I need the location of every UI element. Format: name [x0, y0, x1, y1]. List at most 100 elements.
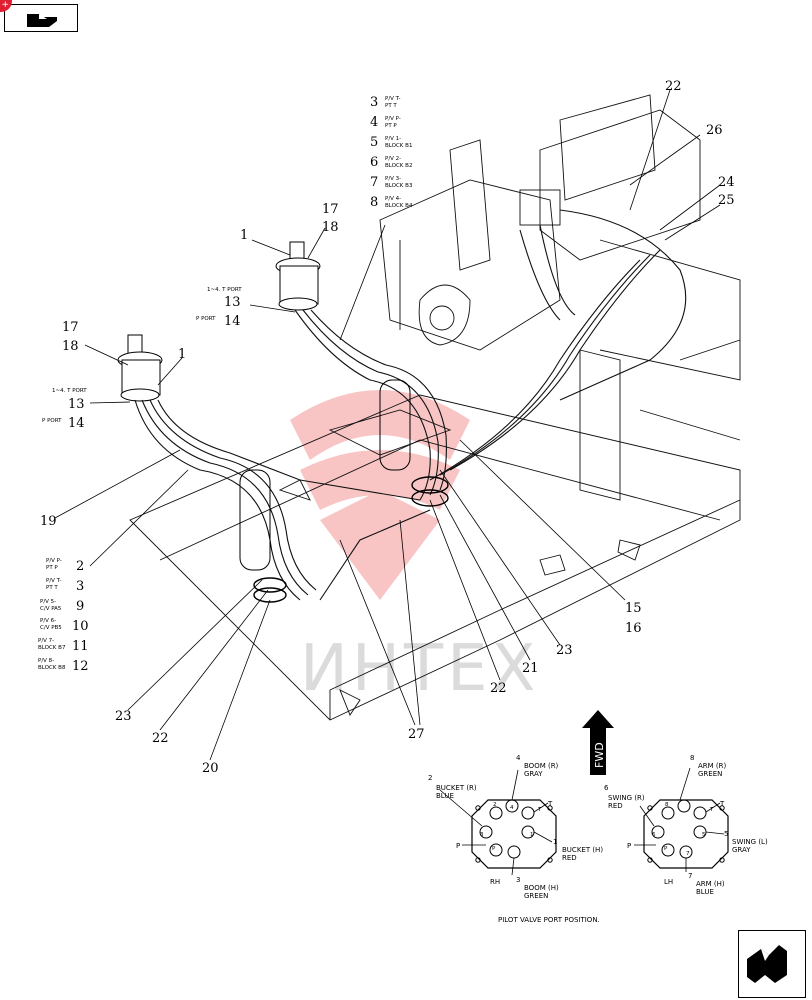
rh-boom-h-color: GREEN: [524, 892, 548, 900]
lh-arm-r-color: GREEN: [698, 770, 722, 778]
watermark-logo: [290, 390, 470, 600]
lh-num-5: 5: [724, 830, 728, 838]
callout-16: 16: [625, 621, 642, 636]
callout-26: 26: [706, 123, 723, 138]
lh-num-8: 8: [690, 754, 694, 762]
lh-side-label: LH: [664, 878, 673, 886]
lh-port-diagram: 8 T 6 P 5 7 6 SWING (R) RED 8 ARM (R) GR…: [604, 754, 768, 896]
rh-port-3: 3: [480, 832, 484, 838]
top-list-line1-1: P/V P-: [385, 116, 401, 122]
rh-port-4: 4: [510, 805, 514, 811]
rh-port-t: T: [537, 807, 542, 813]
lh-swing-l: SWING (L): [732, 838, 768, 846]
left-list-num-4: 11: [72, 639, 89, 654]
rh-boom-r-color: GRAY: [524, 770, 543, 778]
top-list-num-1: 4: [370, 115, 378, 130]
top-list-line1-4: P/V 3-: [385, 176, 401, 182]
top-list-line2-1: PT P: [385, 123, 397, 129]
callout-13-right: 13: [224, 295, 241, 310]
rh-num-3: 3: [516, 876, 520, 884]
callout-17-left: 17: [62, 320, 79, 335]
machine-frame: [129, 94, 741, 721]
top-list-line2-5: BLOCK B4: [385, 203, 413, 209]
left-list-line1-4: P/V 7-: [38, 638, 54, 644]
rh-bucket-h: BUCKET (H): [562, 846, 603, 854]
top-list-line2-4: BLOCK B3: [385, 183, 413, 189]
callout-27: 27: [408, 727, 425, 742]
lh-t-callout: T: [719, 800, 725, 808]
rh-num-1: 1: [553, 838, 557, 846]
t-port-label-left: 1~4. T PORT: [52, 388, 87, 394]
left-list-num-5: 12: [72, 659, 89, 674]
rh-port-2: 2: [493, 802, 497, 808]
callout-13-left: 13: [68, 397, 85, 412]
top-list-num-4: 7: [370, 175, 378, 190]
port-position-caption: PILOT VALVE PORT POSITION.: [498, 916, 600, 924]
pilot-valve-left: [117, 334, 163, 402]
left-list-line1-1: P/V T-: [46, 578, 62, 584]
forward-arrow-icon: FWD: [582, 710, 614, 775]
t-port-label-right: 1~4. T PORT: [207, 287, 242, 293]
left-list-line1-2: P/V 5-: [40, 599, 56, 605]
badge-label: +: [1, 0, 9, 10]
next-page-button[interactable]: [738, 930, 806, 998]
lh-port-6: 6: [652, 832, 656, 838]
top-list-line1-3: P/V 2-: [385, 156, 401, 162]
page-arrow-icon: [27, 14, 57, 27]
p-port-label-right: P PORT: [196, 316, 216, 322]
lh-num-6: 6: [604, 784, 609, 792]
lh-port-5: 5: [702, 832, 706, 838]
top-list-num-3: 6: [370, 155, 378, 170]
left-list-num-3: 10: [72, 619, 89, 634]
left-list-line2-5: BLOCK B8: [38, 665, 66, 671]
lh-swing-r: SWING (R): [608, 794, 645, 802]
rh-port-diagram: 2 4 T 3 P 1 2 BUCKET (R) BLUE 4 BOOM (R)…: [428, 754, 603, 900]
callout-1-right: 1: [240, 228, 248, 243]
top-list-line2-0: PT T: [385, 103, 397, 109]
left-list-line2-3: C/V PB5: [40, 625, 62, 631]
prev-page-button[interactable]: [4, 4, 78, 32]
left-list-num-1: 3: [76, 579, 84, 594]
rh-bucket-r: BUCKET (R): [436, 784, 477, 792]
top-list-line1-0: P/V T-: [385, 96, 401, 102]
lh-arm-r: ARM (R): [698, 762, 727, 770]
callout-25: 25: [718, 193, 735, 208]
top-list-num-5: 8: [370, 195, 378, 210]
left-hose-list: P/V P- PT P 2 P/V T- PT T 3 P/V 5- C/V P…: [38, 558, 89, 674]
left-list-line2-2: C/V PA5: [40, 606, 62, 612]
rh-num-2: 2: [428, 774, 432, 782]
left-list-line2-1: PT T: [46, 585, 58, 591]
callout-22-left: 22: [152, 731, 169, 746]
lh-port-7: 7: [686, 851, 690, 857]
callout-22-top: 22: [665, 79, 682, 94]
lh-port-p: P: [664, 846, 668, 852]
lh-arm-h: ARM (H): [696, 880, 725, 888]
callout-18-left: 18: [62, 339, 79, 354]
left-list-line2-0: PT P: [46, 565, 58, 571]
rh-bucket-h-color: RED: [562, 854, 577, 862]
left-list-num-2: 9: [76, 599, 84, 614]
top-list-line1-5: P/V 4-: [385, 196, 401, 202]
callout-20: 20: [202, 761, 219, 776]
callout-19: 19: [40, 514, 57, 529]
callout-17-right: 17: [322, 202, 339, 217]
lh-swing-r-color: RED: [608, 802, 623, 810]
left-list-num-0: 2: [76, 559, 84, 574]
rh-p-callout: P: [456, 842, 460, 850]
pilot-valve-right: [275, 241, 321, 311]
rh-port-1: 1: [530, 832, 534, 838]
top-list-num-2: 5: [370, 135, 378, 150]
lh-arm-h-color: BLUE: [696, 888, 714, 896]
page-corner-icon: [747, 945, 787, 983]
leader-lines: [54, 89, 721, 761]
lh-p-callout: P: [627, 842, 631, 850]
rh-boom-h: BOOM (H): [524, 884, 559, 892]
lh-swing-l-color: GRAY: [732, 846, 751, 854]
left-list-line1-5: P/V 8-: [38, 658, 54, 664]
lh-port-t: T: [709, 807, 714, 813]
rh-t-callout: T: [547, 800, 553, 808]
lh-port-8: 8: [665, 802, 669, 808]
callout-15: 15: [625, 601, 642, 616]
top-hose-list: 3 P/V T- PT T 4 P/V P- PT P 5 P/V 1- BLO…: [370, 95, 413, 210]
